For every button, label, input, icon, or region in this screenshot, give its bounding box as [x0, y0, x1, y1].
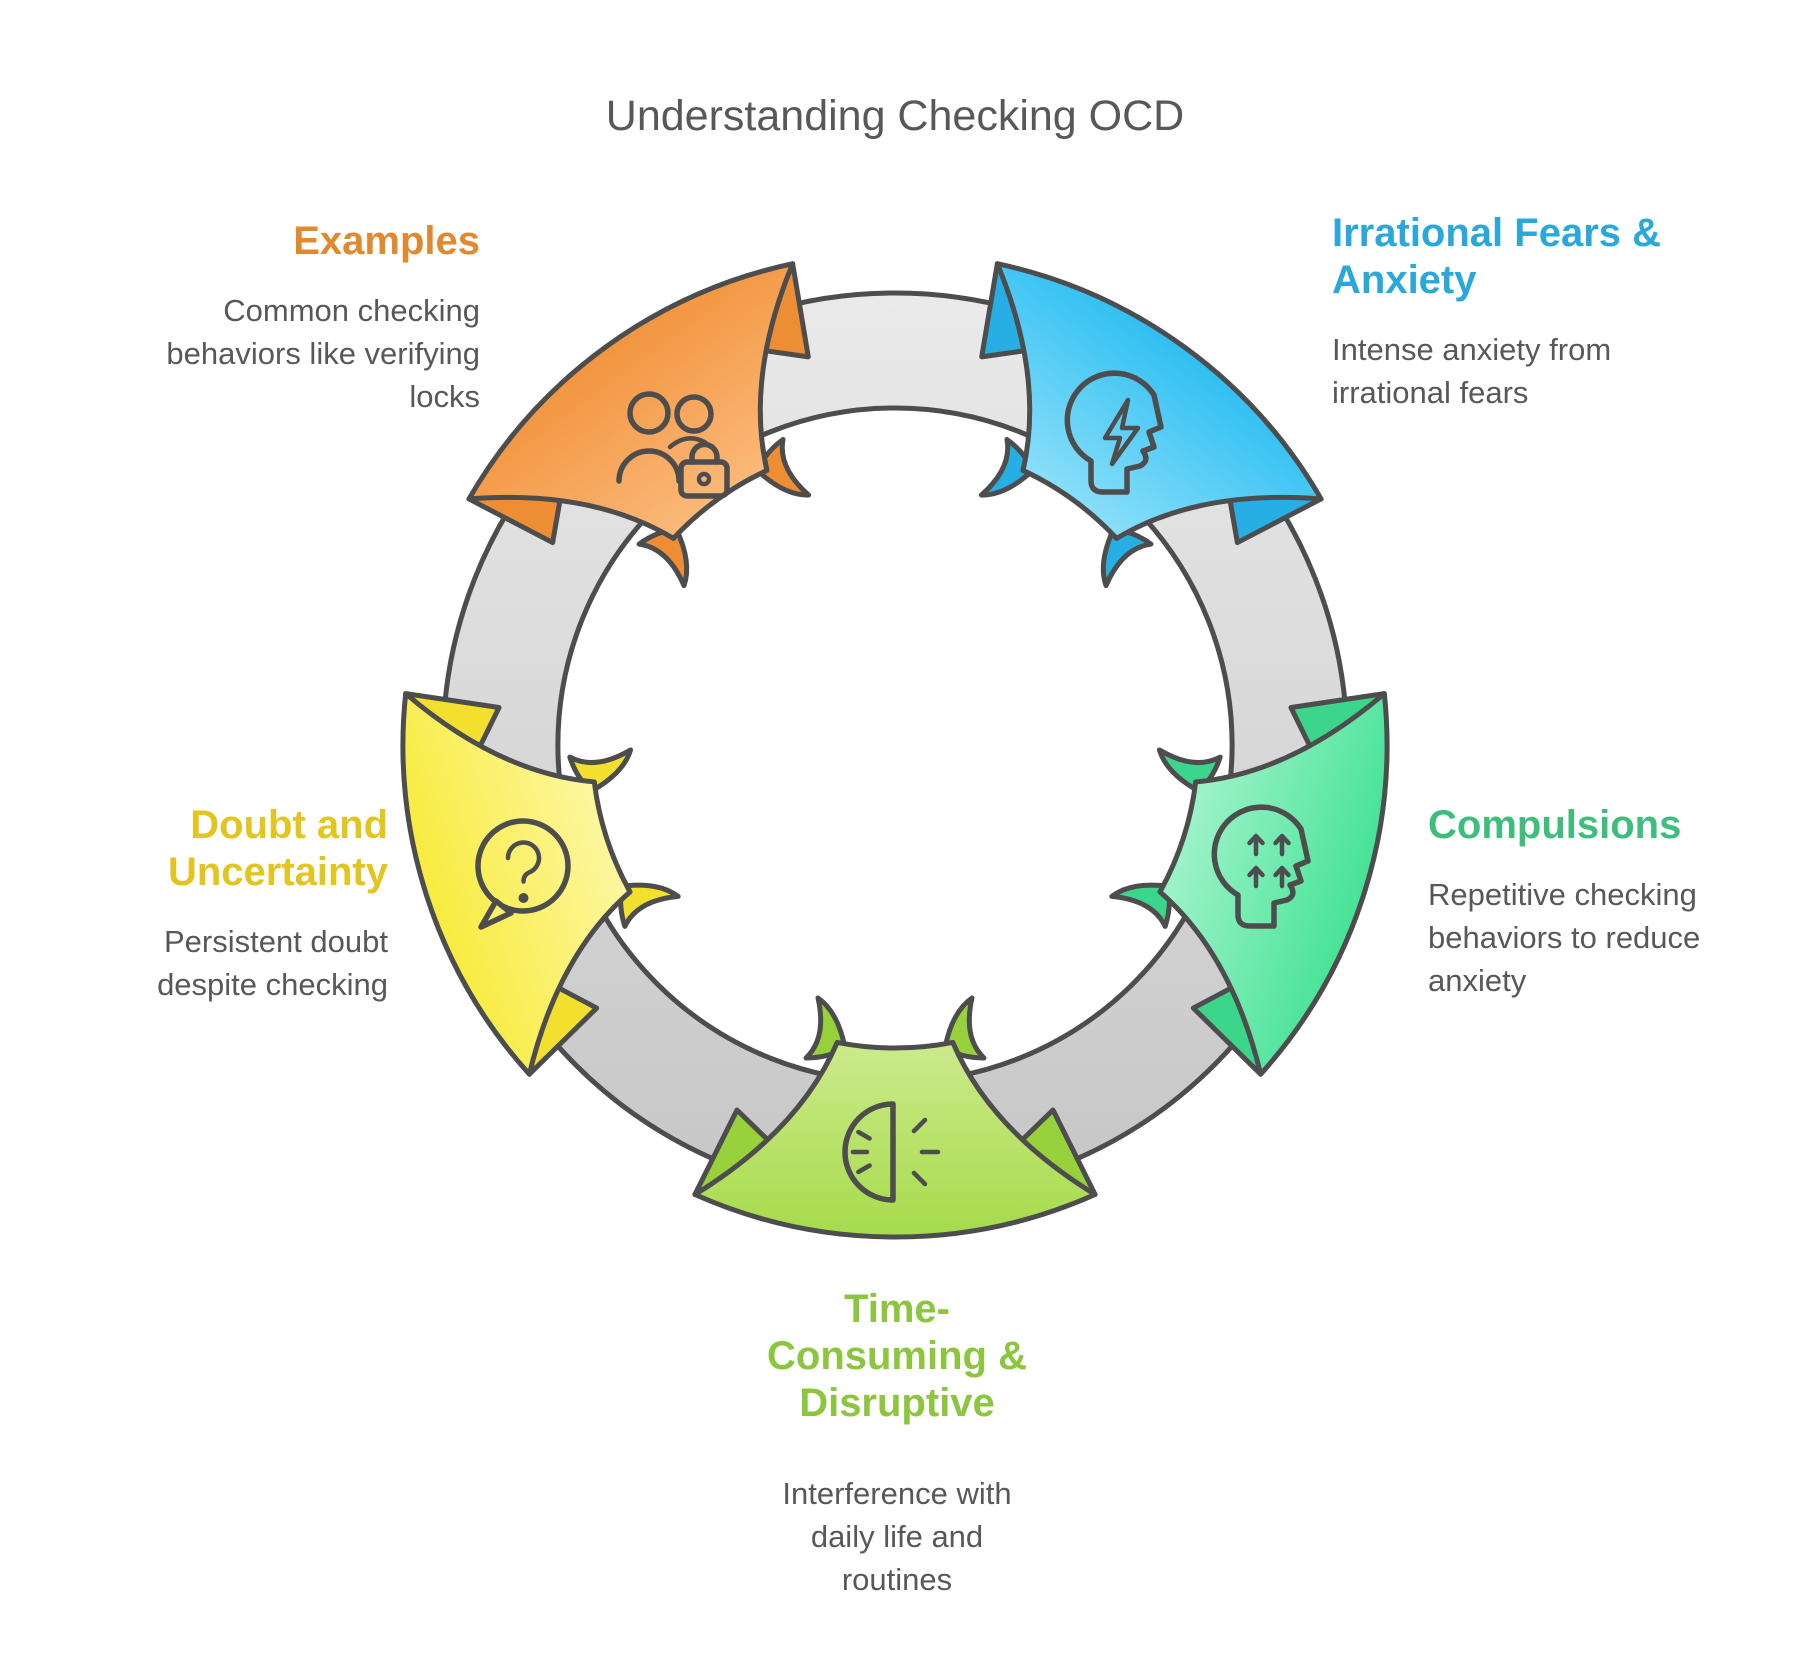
irrational-fears-heading: Irrational Fears & Anxiety	[1332, 211, 1662, 302]
time-consuming-description: Interference with daily life and routine…	[782, 1476, 1012, 1597]
fold-horn	[1109, 882, 1172, 929]
compulsions-heading: Compulsions	[1428, 803, 1682, 847]
irrational-fears-label-block: Irrational Fears & Anxiety Intense anxie…	[1332, 210, 1672, 414]
fold-horn	[636, 526, 690, 589]
doubt-label-block: Doubt and Uncertainty Persistent doubt d…	[58, 802, 388, 1006]
doubt-heading: Doubt and Uncertainty	[167, 803, 388, 894]
compulsions-segment	[1109, 691, 1390, 1077]
doubt-segment	[400, 691, 681, 1077]
half-clock-icon	[842, 1101, 941, 1203]
head-lightning-icon	[1064, 370, 1164, 495]
segment-ribbon	[1157, 691, 1390, 1077]
compulsions-label-block: Compulsions Repetitive checking behavior…	[1428, 802, 1768, 1002]
examples-description: Common checking behaviors like verifying…	[166, 293, 480, 414]
examples-label-block: Examples Common checking behaviors like …	[150, 218, 480, 418]
time-consuming-heading: Time-Consuming & Disruptive	[767, 1287, 1027, 1425]
examples-heading: Examples	[293, 219, 480, 263]
fold-horn	[618, 882, 681, 929]
irrational-fears-description: Intense anxiety from irrational fears	[1332, 332, 1612, 410]
doubt-description: Persistent doubt despite checking	[157, 924, 388, 1002]
fold-horn	[1100, 526, 1154, 589]
examples-segment	[466, 261, 812, 589]
fold-horn	[754, 436, 812, 498]
compulsions-description: Repetitive checking behaviors to reduce …	[1428, 877, 1701, 998]
segment-ribbon	[994, 261, 1324, 541]
segment-ribbon	[400, 691, 633, 1077]
segment-ribbon	[466, 261, 796, 541]
question-bubble-icon	[475, 818, 571, 930]
page-title: Understanding Checking OCD	[605, 92, 1185, 140]
time-consuming-label-block: Time-Consuming & Disruptive Interference…	[757, 1286, 1037, 1601]
head-arrows-icon	[1211, 804, 1311, 929]
people-lock-icon	[616, 391, 730, 499]
fold-horn	[978, 436, 1036, 498]
irrational-fears-segment	[978, 261, 1324, 589]
